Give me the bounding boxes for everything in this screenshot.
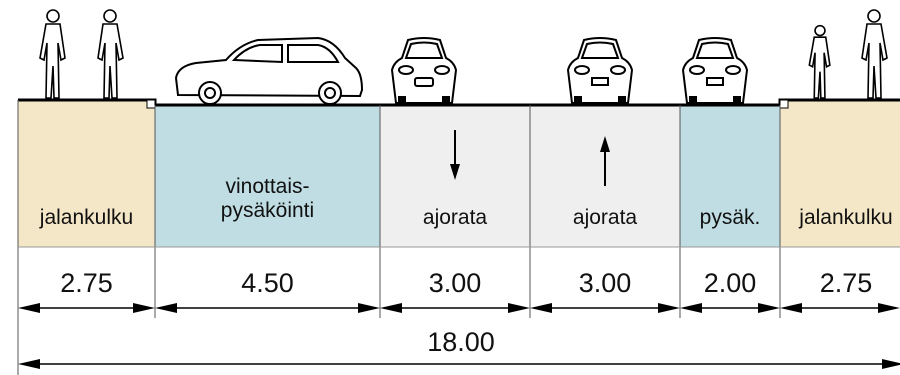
lane-parking-angled	[155, 105, 380, 247]
car-rear-icon	[566, 37, 634, 104]
lanes-layer: jalankulku vinottais-pysäköinti ajorata ajo…	[17, 98, 900, 375]
lane-label: vinottais-	[225, 175, 309, 198]
pedestrian-icon	[861, 9, 888, 99]
direction-arrow-down-icon	[450, 164, 460, 180]
pedestrian-icon	[39, 9, 66, 99]
car-tire-right	[733, 96, 741, 103]
car-light-left	[689, 65, 705, 75]
body	[97, 23, 124, 99]
head	[814, 24, 826, 37]
lane-label: ajorata	[423, 206, 488, 229]
dimension-value: 4.50	[241, 268, 294, 298]
car-window-rear	[287, 44, 340, 63]
lane-label: jalankulku	[39, 206, 133, 229]
dimension-total-arrowhead-left	[18, 359, 40, 369]
dimension-sidewalk-right-arrowhead-left	[780, 303, 802, 313]
body	[861, 23, 888, 99]
dimension-sidewalk-right-arrowhead-right	[878, 303, 900, 313]
dimension-parking-angled-arrowhead-right	[358, 303, 380, 313]
dimension-lane-up-arrowhead-right	[658, 303, 680, 313]
car-side-icon	[174, 36, 364, 105]
dimension-lane-down-arrowhead-left	[380, 303, 402, 313]
car-tire-right	[618, 96, 626, 103]
car-light-right	[434, 65, 450, 75]
icons-layer	[39, 9, 888, 105]
dimension-sidewalk-left-arrowhead-left	[18, 303, 40, 313]
dimension-total-value: 18.00	[427, 327, 495, 357]
car-hubcap-front	[204, 87, 216, 99]
dimension-sidewalk-left-arrowhead-right	[133, 303, 155, 313]
head	[867, 9, 881, 23]
direction-arrow-up-icon	[600, 136, 610, 152]
dimension-lane-up-arrowhead-left	[530, 303, 552, 313]
dimensions-layer: 2.75 4.50 3.00 3.00 2.00 2.75 18.00	[18, 268, 900, 369]
lane-label: pysäk.	[700, 206, 761, 229]
curb-marker-left	[146, 99, 156, 109]
car-light-left	[574, 65, 590, 75]
body	[808, 36, 831, 99]
lane-sidewalk-right	[780, 100, 900, 247]
pedestrian-icon	[97, 9, 124, 99]
car-windshield	[695, 41, 735, 59]
car-grille	[414, 77, 434, 87]
dimension-lane-down-arrowhead-right	[508, 303, 530, 313]
lane-sidewalk-left	[18, 100, 155, 247]
car-plate	[591, 77, 609, 86]
head	[103, 9, 117, 23]
car-window-front	[231, 44, 283, 64]
car-tire-left	[574, 96, 582, 103]
surface-line	[18, 98, 900, 107]
dimension-value: 3.00	[579, 268, 632, 298]
car-light-right	[610, 65, 626, 75]
dimension-parking-angled-arrowhead-left	[155, 303, 177, 313]
car-tire-left	[689, 96, 697, 103]
car-front-icon	[390, 37, 458, 104]
dimension-value: 2.00	[704, 268, 757, 298]
car-hubcap-rear	[324, 87, 336, 99]
car-windshield	[580, 41, 620, 59]
body	[39, 23, 66, 99]
car-windshield	[404, 41, 444, 59]
head	[46, 9, 60, 23]
dimension-total-arrowhead-right	[882, 359, 900, 369]
pedestrian-icon	[808, 24, 831, 99]
curb-marker-right	[779, 99, 789, 109]
dimension-parking-parallel-arrowhead-right	[758, 303, 780, 313]
dimension-value: 2.75	[820, 268, 873, 298]
lane-label: ajorata	[573, 206, 638, 229]
car-plate	[706, 77, 724, 86]
car-light-left	[398, 65, 414, 75]
car-light-right	[725, 65, 741, 75]
lane-label: pysäköinti	[221, 199, 314, 222]
dimension-value: 2.75	[60, 268, 113, 298]
dimension-parking-parallel-arrowhead-left	[680, 303, 702, 313]
car-tire-right	[442, 96, 450, 103]
lane-parking-parallel	[680, 105, 780, 247]
car-rear-icon	[681, 37, 749, 104]
dimension-value: 3.00	[429, 268, 482, 298]
lane-label: jalankulku	[798, 206, 892, 229]
car-tire-left	[398, 96, 406, 103]
